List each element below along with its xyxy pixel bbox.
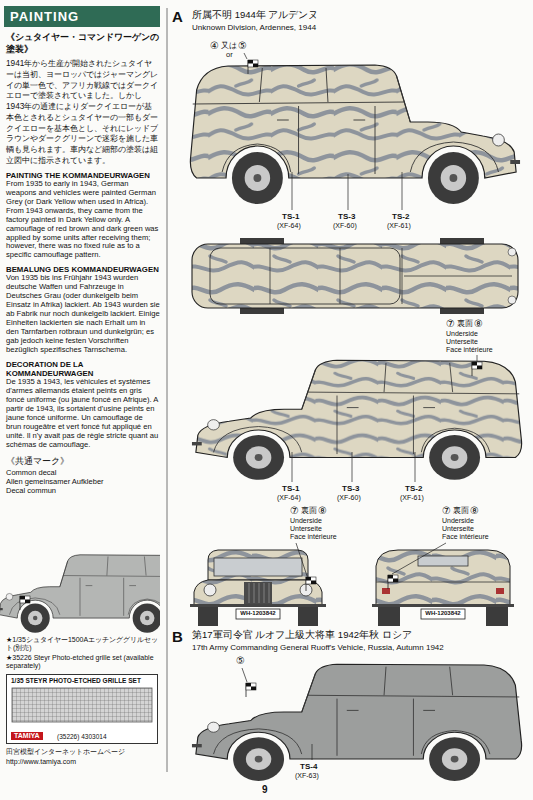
- note-text: ★35226 Steyr Photo-etched grille set (av…: [6, 654, 160, 669]
- callout-text: Underside: [442, 517, 474, 525]
- paint-code: (XF-64): [277, 222, 301, 230]
- paint-code: TS-2: [405, 484, 422, 493]
- callout-number: ⑧: [474, 318, 483, 330]
- note-text: ★1/35シュタイヤー1500Aエッチンググリルセット(別売): [6, 636, 160, 651]
- callout-text: or: [226, 51, 233, 60]
- callout-text: Face intérieure: [290, 533, 337, 541]
- paragraph: Von 1935 bis ins Frühjahr 1943 wurden de…: [6, 274, 160, 355]
- callout-number: ⑤: [238, 40, 247, 52]
- plate-number: WH-1203842: [236, 610, 280, 617]
- callout-number: ⑧: [470, 505, 479, 517]
- section-heading: BEMALUNG DES KOMMANDEURWAGEN: [6, 265, 160, 274]
- plate-number: WH-1203842: [421, 610, 465, 617]
- scheme-title: 17th Army Commanding General Ruoff's Veh…: [192, 643, 444, 652]
- paragraph: 1941年から生産が開始されたシュタイヤーは当初、ヨーロッパではジャーマングレイ…: [6, 58, 160, 166]
- product-box: 1/35 STEYR PHOTO-ETCHED GRILLE SET TAMIYA…: [6, 674, 158, 744]
- section-heading: DECORATION DE LA KOMMANDEURWAGEN: [6, 360, 160, 378]
- text-column: 《シュタイヤー・コマンドワーゲンの塗装》1941年から生産が開始されたシュタイヤ…: [6, 32, 160, 495]
- callout-text: Unterseite: [290, 525, 322, 533]
- callout-text: 裏面: [301, 506, 317, 515]
- scheme-title: 所属不明 1944年 アルデンヌ: [192, 10, 318, 21]
- paint-code: (XF-61): [387, 222, 411, 230]
- callout-number: ⑦: [290, 505, 299, 517]
- paint-code: (XF-60): [333, 222, 357, 230]
- decal-caption: Decal commun: [6, 486, 160, 495]
- title-band: PAINTING: [4, 6, 160, 27]
- set-title: 1/35 STEYR PHOTO-ETCHED GRILLE SET: [11, 677, 141, 684]
- callout-text: Unterseite: [446, 338, 478, 346]
- page-title: PAINTING: [4, 9, 79, 24]
- scheme-letter: B: [172, 628, 183, 645]
- section-heading: 《シュタイヤー・コマンドワーゲンの塗装》: [6, 32, 160, 56]
- decal-caption: Common decal: [6, 468, 160, 477]
- paint-code: TS-1: [282, 484, 299, 493]
- section-heading: PAINTING THE KOMMANDEURWAGEN: [6, 171, 160, 180]
- callout-text: Face intérieure: [446, 346, 493, 354]
- paint-code: (XF-63): [295, 772, 319, 780]
- brand-logo: TAMIYA: [11, 732, 43, 740]
- callout-text: 又は: [221, 41, 237, 50]
- scheme-letter: A: [172, 8, 183, 25]
- callout-text: 裏面: [453, 506, 469, 515]
- url-text: http://www.tamiya.com: [6, 758, 76, 766]
- decal-caption: Allen gemeinsamer Aufkleber: [6, 477, 160, 486]
- callout-number: ⑦: [446, 318, 455, 330]
- paint-code: TS-3: [342, 484, 359, 493]
- callout-number: ④: [210, 40, 219, 52]
- page-number: 9: [262, 784, 268, 796]
- callout-text: Face intérieure: [442, 533, 489, 541]
- paragraph: De 1935 à 1943, les véhicules et système…: [6, 378, 160, 450]
- callout-number: ⑦: [442, 505, 451, 517]
- url-text: 田宮模型インターネットホームページ: [6, 748, 125, 756]
- callout-text: Underside: [290, 517, 322, 525]
- paint-code: TS-2: [392, 212, 409, 221]
- scheme-title: Unknown Division, Ardennes, 1944: [192, 23, 316, 32]
- paint-code: TS-1: [282, 212, 299, 221]
- paint-code: TS-4: [300, 762, 317, 771]
- callout-number: ⑤: [236, 655, 245, 667]
- paint-code: (XF-61): [400, 494, 424, 502]
- part-number: (35226) 4303014: [57, 733, 107, 740]
- callout-text: 裏面: [457, 319, 473, 328]
- callout-number: ⑧: [318, 505, 327, 517]
- scheme-title: 第17軍司令官 ルオフ上級大将車 1942年秋 ロシア: [192, 630, 412, 641]
- paragraph: From 1935 to early in 1943, German weapo…: [6, 180, 160, 261]
- callout-text: Underside: [446, 330, 478, 338]
- paint-code: (XF-60): [337, 494, 361, 502]
- section-heading: 《共通マーク》: [6, 456, 160, 468]
- paint-code: (XF-64): [277, 494, 301, 502]
- paint-code: TS-3: [338, 212, 355, 221]
- callout-text: Unterseite: [442, 525, 474, 533]
